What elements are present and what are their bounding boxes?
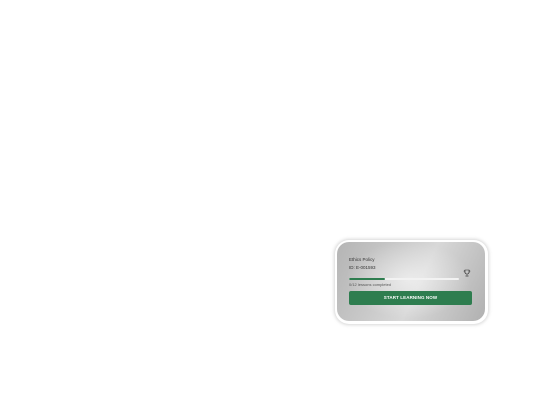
course-title: Ethics Policy (349, 257, 375, 262)
trophy-icon (463, 269, 471, 277)
progress-bar (349, 278, 459, 280)
lessons-completed-text: 0/12 lessons completed (349, 282, 392, 287)
course-id: ID: E-001593 (349, 265, 376, 270)
course-card: Ethics Policy ID: E-001593 0/12 lessons … (337, 242, 485, 321)
progress-fill (349, 278, 386, 280)
start-learning-button[interactable]: START LEARNING NOW (349, 291, 472, 305)
